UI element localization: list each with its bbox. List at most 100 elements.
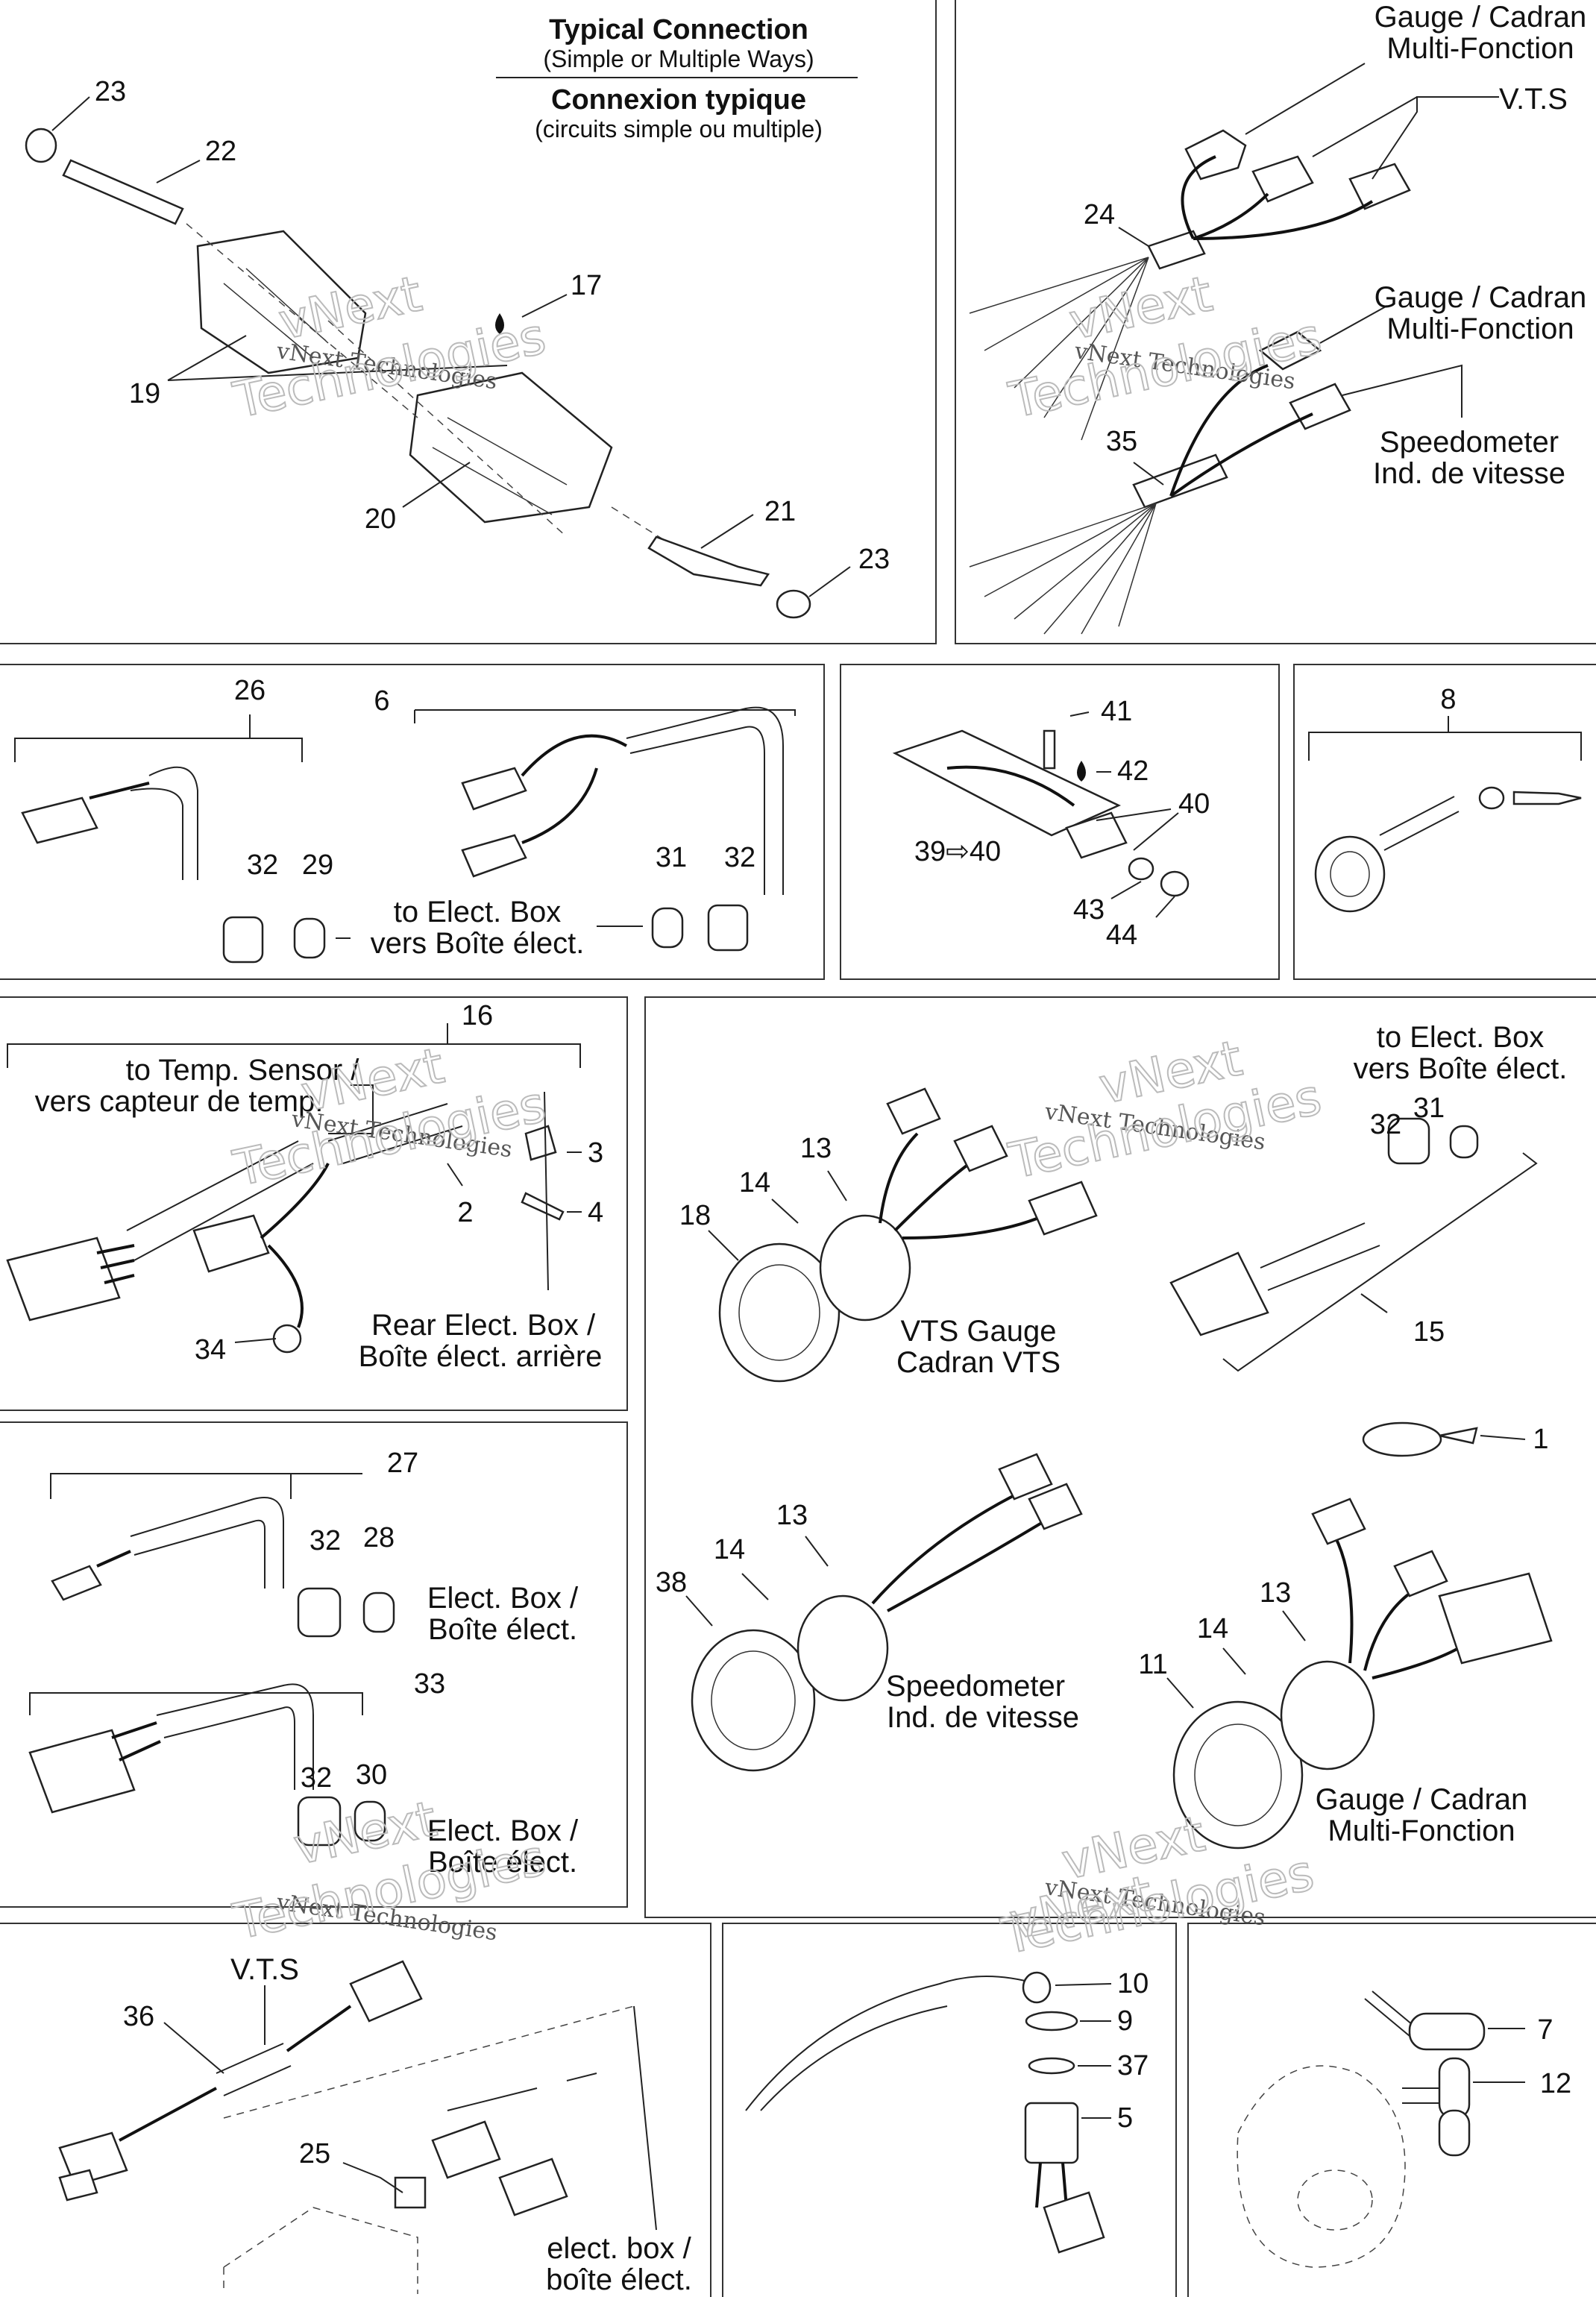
- ring-terminal-part: [272, 1324, 302, 1354]
- nut-part: [222, 916, 264, 964]
- dash-outline: [1297, 2169, 1373, 2231]
- panel-lanyard: [722, 1923, 1177, 2297]
- nut-part: [707, 904, 749, 952]
- callout-13: 13: [800, 1133, 832, 1164]
- lanyard-cord: [745, 1976, 1037, 2111]
- callout-24: 24: [1084, 199, 1115, 230]
- leader-to-temp-sensor: [328, 1084, 374, 1134]
- connector-part: [21, 796, 98, 844]
- leader-line: [1342, 364, 1463, 418]
- callout-14-b: 14: [714, 1534, 745, 1565]
- wire: [119, 2087, 217, 2142]
- callout-2: 2: [457, 1197, 473, 1228]
- loom-tube: [156, 1683, 314, 1790]
- gauge-body-part: [718, 1242, 841, 1383]
- vts-harness-labels: V.T.S 36 25 elect. box / boîte élect.: [123, 1953, 692, 2294]
- box-harness-27: 27 32 28 Elect. Box / Boîte élect.: [50, 1448, 579, 1646]
- wire: [946, 765, 1075, 807]
- vts-harness-parts: [58, 1960, 635, 2294]
- grommet-part: [651, 907, 684, 949]
- label-vts-gauge: VTS Gauge: [900, 1315, 1056, 1348]
- bracket-15: [1222, 1152, 1538, 1372]
- extension-harness-labels: 26 6 32 29 31 32 to Elect. Box vers Boît…: [234, 675, 755, 960]
- label-gauge-mf: Multi-Fonction: [1386, 312, 1574, 345]
- sender-lead: [1379, 796, 1460, 851]
- sleeve: [216, 2043, 292, 2096]
- sensor-part: [1065, 811, 1128, 859]
- gauge-wires: [871, 1490, 1046, 1612]
- callout-37: 37: [1117, 2050, 1149, 2081]
- callout-35: 35: [1106, 426, 1137, 457]
- cable-tie-1: 1: [1362, 1421, 1549, 1457]
- clip-leaders: [1473, 2028, 1525, 2083]
- clip-wire: [1364, 1990, 1418, 2037]
- panel-typical-connection: [0, 0, 937, 644]
- label-vts: V.T.S: [1499, 83, 1568, 116]
- callout-41: 41: [1101, 696, 1132, 727]
- connector-part: [1348, 163, 1411, 210]
- callouts-panel1: 23 22 17 19 20 21 23: [51, 76, 890, 597]
- washer-part: [1128, 857, 1154, 881]
- nut-part: [1160, 870, 1190, 897]
- label-gauge-mf: Multi-Fonction: [1328, 1814, 1515, 1847]
- callout-31: 31: [656, 842, 687, 873]
- callout-38: 38: [656, 1567, 687, 1598]
- clip-12-part: [1438, 2057, 1471, 2120]
- bracket-16: [7, 1043, 581, 1068]
- callout-23: 23: [95, 76, 126, 107]
- loom-tube: [130, 766, 198, 880]
- connector-exploded-view: [25, 128, 811, 619]
- lanyard-cord: [760, 2005, 948, 2111]
- callout-5: 5: [1117, 2102, 1133, 2134]
- temp-harness-leaders: [7, 1023, 582, 1343]
- sensor-mount-labels: 41 42 40 39⇨40 43 44: [914, 696, 1210, 951]
- connector-part: [461, 767, 527, 811]
- callout-42: 42: [1117, 755, 1149, 787]
- dielectric-grease-icon: [495, 313, 504, 334]
- gauge-nut-part: [797, 1594, 889, 1702]
- connector-part: [28, 1729, 136, 1814]
- grommet-part: [293, 917, 326, 959]
- gauge-harness-leaders: [1118, 63, 1499, 486]
- seal-part: [776, 589, 811, 619]
- header-title-fr: Connexion typique: [551, 84, 806, 116]
- header-title-en: Typical Connection: [549, 14, 808, 45]
- label-rear-box: Boîte élect. arrière: [359, 1340, 603, 1373]
- connector-body-part: [409, 371, 613, 524]
- callout-36: 36: [123, 2001, 154, 2032]
- sleeve-part: [1132, 453, 1228, 509]
- callout-13-c: 13: [1260, 1577, 1291, 1609]
- panel-gauges: [644, 996, 1596, 1918]
- callout-7: 7: [1537, 2014, 1553, 2046]
- lanyard-clip-part: [1022, 1971, 1052, 2004]
- leader-25: [342, 2162, 403, 2193]
- arrow-to-box: [336, 926, 643, 939]
- sleeve: [447, 2073, 597, 2111]
- connector-part: [953, 1125, 1008, 1172]
- panel-box-harness: [0, 1421, 628, 1908]
- callout-19: 19: [129, 378, 160, 409]
- seal-part: [1478, 786, 1505, 810]
- temp-harness-parts: [6, 1103, 565, 1354]
- leader-to-rear-box: [544, 1091, 549, 1291]
- wire: [286, 2005, 352, 2052]
- callout-44: 44: [1106, 920, 1137, 951]
- callout-39-40: 39⇨40: [914, 836, 1001, 867]
- label-to-elect-box: to Elect. Box: [1377, 1021, 1545, 1054]
- connector-part: [1028, 1483, 1083, 1530]
- clip-labels: 7 12: [1537, 2014, 1571, 2099]
- seal-part: [58, 2169, 98, 2202]
- gauge-harness-parts: [969, 129, 1411, 635]
- callout-18: 18: [679, 1200, 711, 1231]
- callout-32-e: 32: [301, 1762, 332, 1794]
- wire: [521, 734, 627, 844]
- box-outline: [223, 2207, 418, 2294]
- callout-32: 32: [247, 849, 278, 881]
- callout-31-b: 31: [1413, 1093, 1445, 1124]
- bracket-6: [415, 709, 796, 716]
- connector-part: [1184, 129, 1247, 180]
- wire: [96, 1244, 135, 1284]
- bracket-33: [29, 1692, 363, 1715]
- callout-13-b: 13: [776, 1500, 808, 1531]
- connector-part: [1311, 1498, 1366, 1545]
